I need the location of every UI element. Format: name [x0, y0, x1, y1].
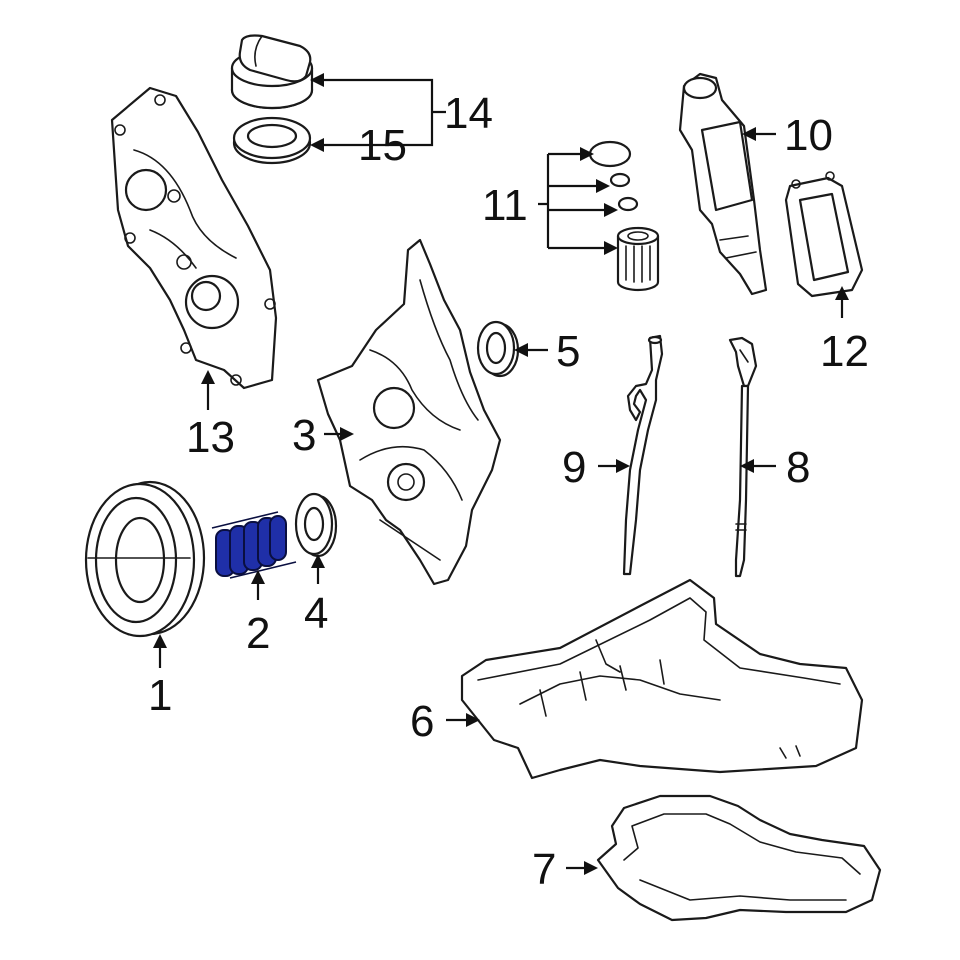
- filter-element-kit[interactable]: [588, 140, 660, 292]
- oil-pan[interactable]: [460, 578, 864, 780]
- callout-14: 14: [444, 89, 493, 138]
- callout-11: 11: [482, 181, 528, 230]
- callout-6: 6: [410, 697, 434, 746]
- callout-2: 2: [246, 609, 270, 658]
- crank-seal[interactable]: [294, 492, 338, 558]
- callout-5: 5: [556, 327, 580, 376]
- timing-cover-plate[interactable]: [110, 86, 278, 390]
- callout-3: 3: [292, 411, 316, 460]
- oil-cooler[interactable]: [784, 171, 864, 298]
- cap-seal[interactable]: [232, 116, 312, 165]
- callout-7: 7: [532, 845, 556, 894]
- callout-1: 1: [148, 671, 172, 720]
- callout-13: 13: [186, 413, 235, 462]
- oil-filter-housing[interactable]: [678, 72, 768, 296]
- callout-12: 12: [820, 327, 869, 376]
- dipstick[interactable]: [728, 336, 758, 578]
- seal-small[interactable]: [476, 320, 520, 378]
- front-timing-cover[interactable]: [316, 238, 502, 586]
- oil-filler-cap[interactable]: [230, 34, 314, 110]
- callout-15: 15: [358, 121, 407, 170]
- crankshaft-gear-highlighted[interactable]: [211, 511, 297, 579]
- callout-10: 10: [784, 111, 833, 160]
- callout-4: 4: [304, 589, 328, 638]
- lower-oil-pan[interactable]: [596, 794, 882, 922]
- callout-8: 8: [786, 443, 810, 492]
- leader-lines: [153, 73, 849, 875]
- callout-9: 9: [562, 443, 586, 492]
- dipstick-tube[interactable]: [622, 334, 664, 576]
- crankshaft-pulley[interactable]: [84, 480, 206, 638]
